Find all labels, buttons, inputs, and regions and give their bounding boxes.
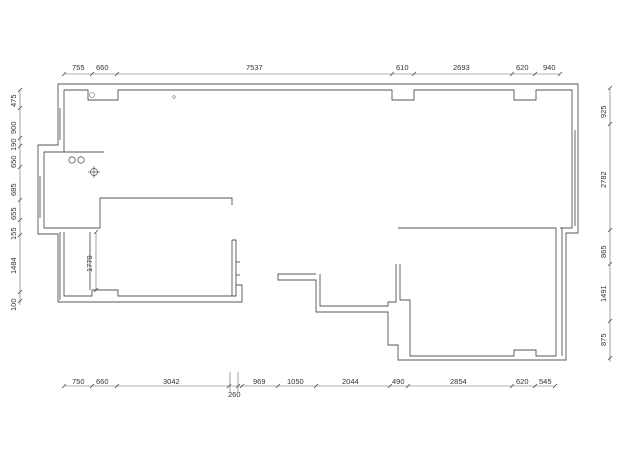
- interior-dimension: 1779: [85, 229, 99, 293]
- bottom-dimension-chain: 750 660 3042 969 1050 2044 490 2854 620 …: [61, 372, 558, 399]
- bottom-dim-4: 969: [253, 377, 266, 386]
- right-dim-5: 875: [599, 333, 608, 346]
- fixture-circle-2: [77, 156, 85, 164]
- right-dim-4: 1491: [599, 285, 608, 302]
- bottom-dim-8: 2854: [450, 377, 467, 386]
- crosshair-icon: [88, 166, 100, 178]
- top-dim-4: 610: [396, 63, 409, 72]
- bottom-dim-6: 2044: [342, 377, 359, 386]
- top-dim-1: 755: [72, 63, 85, 72]
- left-dim-5: 685: [9, 183, 18, 196]
- bottom-dim-extra: 260: [228, 390, 241, 399]
- left-dim-9: 100: [9, 298, 18, 311]
- corner-mark: [89, 92, 95, 98]
- bottom-dim-9: 620: [516, 377, 529, 386]
- left-dim-1: 475: [9, 94, 18, 107]
- right-dimension-chain: 925 2782 865 1491 875: [599, 85, 613, 362]
- left-dim-2: 900: [9, 121, 18, 134]
- bottom-dim-7: 490: [392, 377, 405, 386]
- left-dimension-chain: 475 900 190 650 685 655 155 1484 100: [9, 87, 23, 311]
- top-dimension-chain: 755 660 7537 610 2693 620 940: [61, 63, 563, 77]
- walls: [37, 83, 579, 361]
- left-dim-6: 655: [9, 207, 18, 220]
- right-dim-2: 2782: [599, 171, 608, 188]
- right-dim-1: 925: [599, 105, 608, 118]
- bottom-dim-5: 1050: [287, 377, 304, 386]
- fixtures: [68, 92, 176, 178]
- pipe-mark: [172, 95, 176, 99]
- left-dim-4: 650: [9, 155, 18, 168]
- right-dim-3: 865: [599, 245, 608, 258]
- bottom-dim-2: 660: [96, 377, 109, 386]
- left-dim-3: 190: [9, 138, 18, 151]
- bottom-dim-10: 545: [539, 377, 552, 386]
- top-dim-2: 660: [96, 63, 109, 72]
- top-dim-5: 2693: [453, 63, 470, 72]
- fixture-circle-1: [68, 156, 76, 164]
- left-dim-7: 155: [9, 227, 18, 240]
- top-dim-7: 940: [543, 63, 556, 72]
- top-dim-6: 620: [516, 63, 529, 72]
- interior-dim: 1779: [85, 255, 94, 272]
- left-dim-8: 1484: [9, 257, 18, 274]
- bottom-dim-1: 750: [72, 377, 85, 386]
- top-dim-3: 7537: [246, 63, 263, 72]
- bottom-dim-3: 3042: [163, 377, 180, 386]
